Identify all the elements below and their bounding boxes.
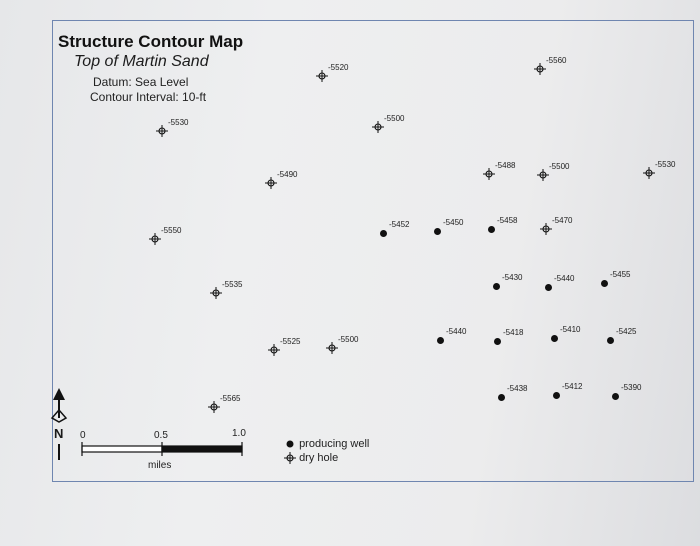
well-depth-label: -5530 [168,118,189,127]
legend-dry: dry hole [284,452,339,465]
dry-hole-icon [643,167,655,179]
well-depth-label: -5530 [655,160,676,169]
dry-hole-icon [540,223,552,235]
well-depth-label: -5470 [552,216,573,225]
scale-tick-one: 1.0 [232,428,246,439]
well-depth-label: -5490 [277,170,298,179]
well-depth-label: -5452 [389,220,410,229]
scale-bar: 0 0.5 1.0 miles [80,428,260,471]
well-depth-label: -5410 [560,325,581,334]
producing-well-icon [544,283,552,291]
contour-interval-label: Contour Interval: 10-ft [90,90,207,104]
scale-bar-graphic [81,442,243,456]
legend: producing well dry hole [284,438,404,468]
scale-tick-half: 0.5 [154,430,168,441]
north-arrow: N [48,388,70,460]
legend-producing: producing well [284,438,369,450]
producing-well-icon [286,440,294,448]
well-depth-label: -5500 [338,335,359,344]
well-depth-label: -5440 [446,327,467,336]
well-depth-label: -5418 [503,328,524,337]
legend-dry-label: dry hole [299,452,339,464]
producing-well-icon [492,282,500,290]
dry-hole-icon [326,342,338,354]
producing-well-icon [497,393,505,401]
dry-hole-icon [149,233,161,245]
well-depth-label: -5425 [616,327,637,336]
well-depth-label: -5455 [610,270,631,279]
scale-tick-0: 0 [80,430,86,441]
dry-hole-icon [483,168,495,180]
dry-hole-icon [210,287,222,299]
producing-well-icon [379,229,387,237]
producing-well-icon [436,336,444,344]
well-depth-label: -5438 [507,384,528,393]
dry-hole-icon [268,344,280,356]
well-depth-label: -5525 [280,337,301,346]
well-depth-label: -5500 [549,162,570,171]
scale-unit: miles [148,460,172,471]
well-depth-label: -5412 [562,382,583,391]
dry-hole-icon [316,70,328,82]
well-depth-label: -5440 [554,274,575,283]
north-arrow-icon [50,388,68,460]
well-depth-label: -5520 [328,63,349,72]
well-depth-label: -5535 [222,280,243,289]
dry-hole-icon [534,63,546,75]
map-subtitle: Top of Martin Sand [74,53,209,70]
dry-hole-icon [265,177,277,189]
dry-hole-icon [284,452,296,465]
well-depth-label: -5458 [497,216,518,225]
well-depth-label: -5565 [220,394,241,403]
producing-well-icon [611,392,619,400]
dry-hole-icon [537,169,549,181]
well-depth-label: -5450 [443,218,464,227]
producing-well-icon [550,334,558,342]
dry-hole-icon [156,125,168,137]
producing-well-icon [606,336,614,344]
map-title: Structure Contour Map [58,32,244,51]
legend-producing-label: producing well [299,438,370,450]
producing-well-icon [600,279,608,287]
producing-well-icon [552,391,560,399]
producing-well-icon [433,227,441,235]
well-depth-label: -5430 [502,273,523,282]
well-depth-label: -5390 [621,383,642,392]
well-depth-label: -5560 [546,56,567,65]
well-depth-label: -5500 [384,114,405,123]
dry-hole-icon [372,121,384,133]
well-depth-label: -5550 [161,226,182,235]
map-frame [52,20,694,482]
dry-hole-icon [208,401,220,413]
producing-well-icon [487,225,495,233]
datum-label: Datum: Sea Level [93,75,189,89]
north-letter: N [54,426,64,441]
well-depth-label: -5488 [495,161,516,170]
producing-well-icon [493,337,501,345]
